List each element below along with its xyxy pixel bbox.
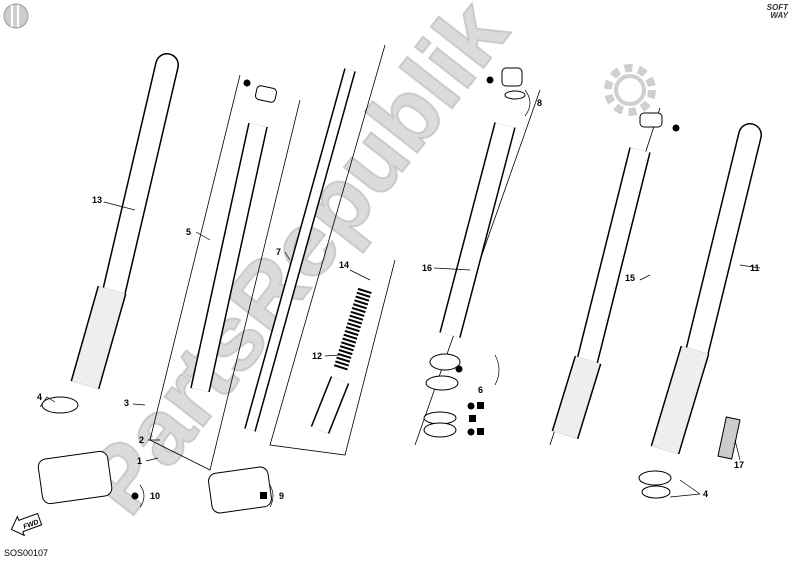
square-marker [477, 428, 484, 435]
dot-marker [131, 492, 139, 500]
square-marker [469, 415, 476, 422]
callout-4-left: 4 [37, 392, 42, 402]
spring-12 [310, 287, 372, 434]
callout-16: 16 [422, 263, 432, 273]
fork-tube-5 [190, 85, 277, 393]
dot-marker [243, 79, 251, 87]
dot-marker [672, 124, 680, 132]
diagram-code: SOS00107 [4, 548, 49, 558]
leader-lines [39, 89, 761, 508]
callout-3: 3 [124, 398, 129, 408]
dot-marker [455, 365, 463, 373]
callout-10: 10 [150, 491, 160, 501]
callout-5: 5 [186, 227, 191, 237]
fork-tube-16 [439, 67, 523, 338]
callout-13: 13 [92, 195, 102, 205]
fork-leg-11 [650, 123, 762, 455]
callout-4-right: 4 [703, 489, 708, 499]
dot-marker [486, 76, 494, 84]
callout-14: 14 [339, 260, 349, 270]
fork-leg-15 [551, 112, 663, 440]
callout-labels: 13 5 7 14 12 16 8 6 15 11 4 3 2 1 10 9 1… [37, 98, 760, 501]
callout-7: 7 [276, 247, 281, 257]
fork-leg-13 [70, 53, 179, 390]
callout-11: 11 [750, 263, 760, 273]
dot-marker [467, 428, 475, 436]
callout-1: 1 [137, 456, 142, 466]
logo-line-2: WAY [770, 11, 788, 20]
markers [131, 76, 680, 500]
fwd-arrow-icon: FWD [10, 512, 43, 537]
square-marker [477, 402, 484, 409]
dot-marker [467, 402, 475, 410]
callout-15: 15 [625, 273, 635, 283]
callout-8: 8 [537, 98, 542, 108]
callout-6: 6 [478, 385, 483, 395]
logo-line-1: SOFT [766, 3, 788, 12]
damper-rod-7 [244, 68, 356, 432]
small-parts [37, 90, 741, 514]
softway-logo: SOFT WAY [752, 4, 788, 22]
gear-icon [604, 64, 656, 116]
globe-icon [3, 3, 29, 29]
callout-17: 17 [734, 460, 744, 470]
callout-9: 9 [279, 491, 284, 501]
square-marker [260, 492, 267, 499]
callout-12: 12 [312, 351, 322, 361]
callout-2: 2 [139, 435, 144, 445]
